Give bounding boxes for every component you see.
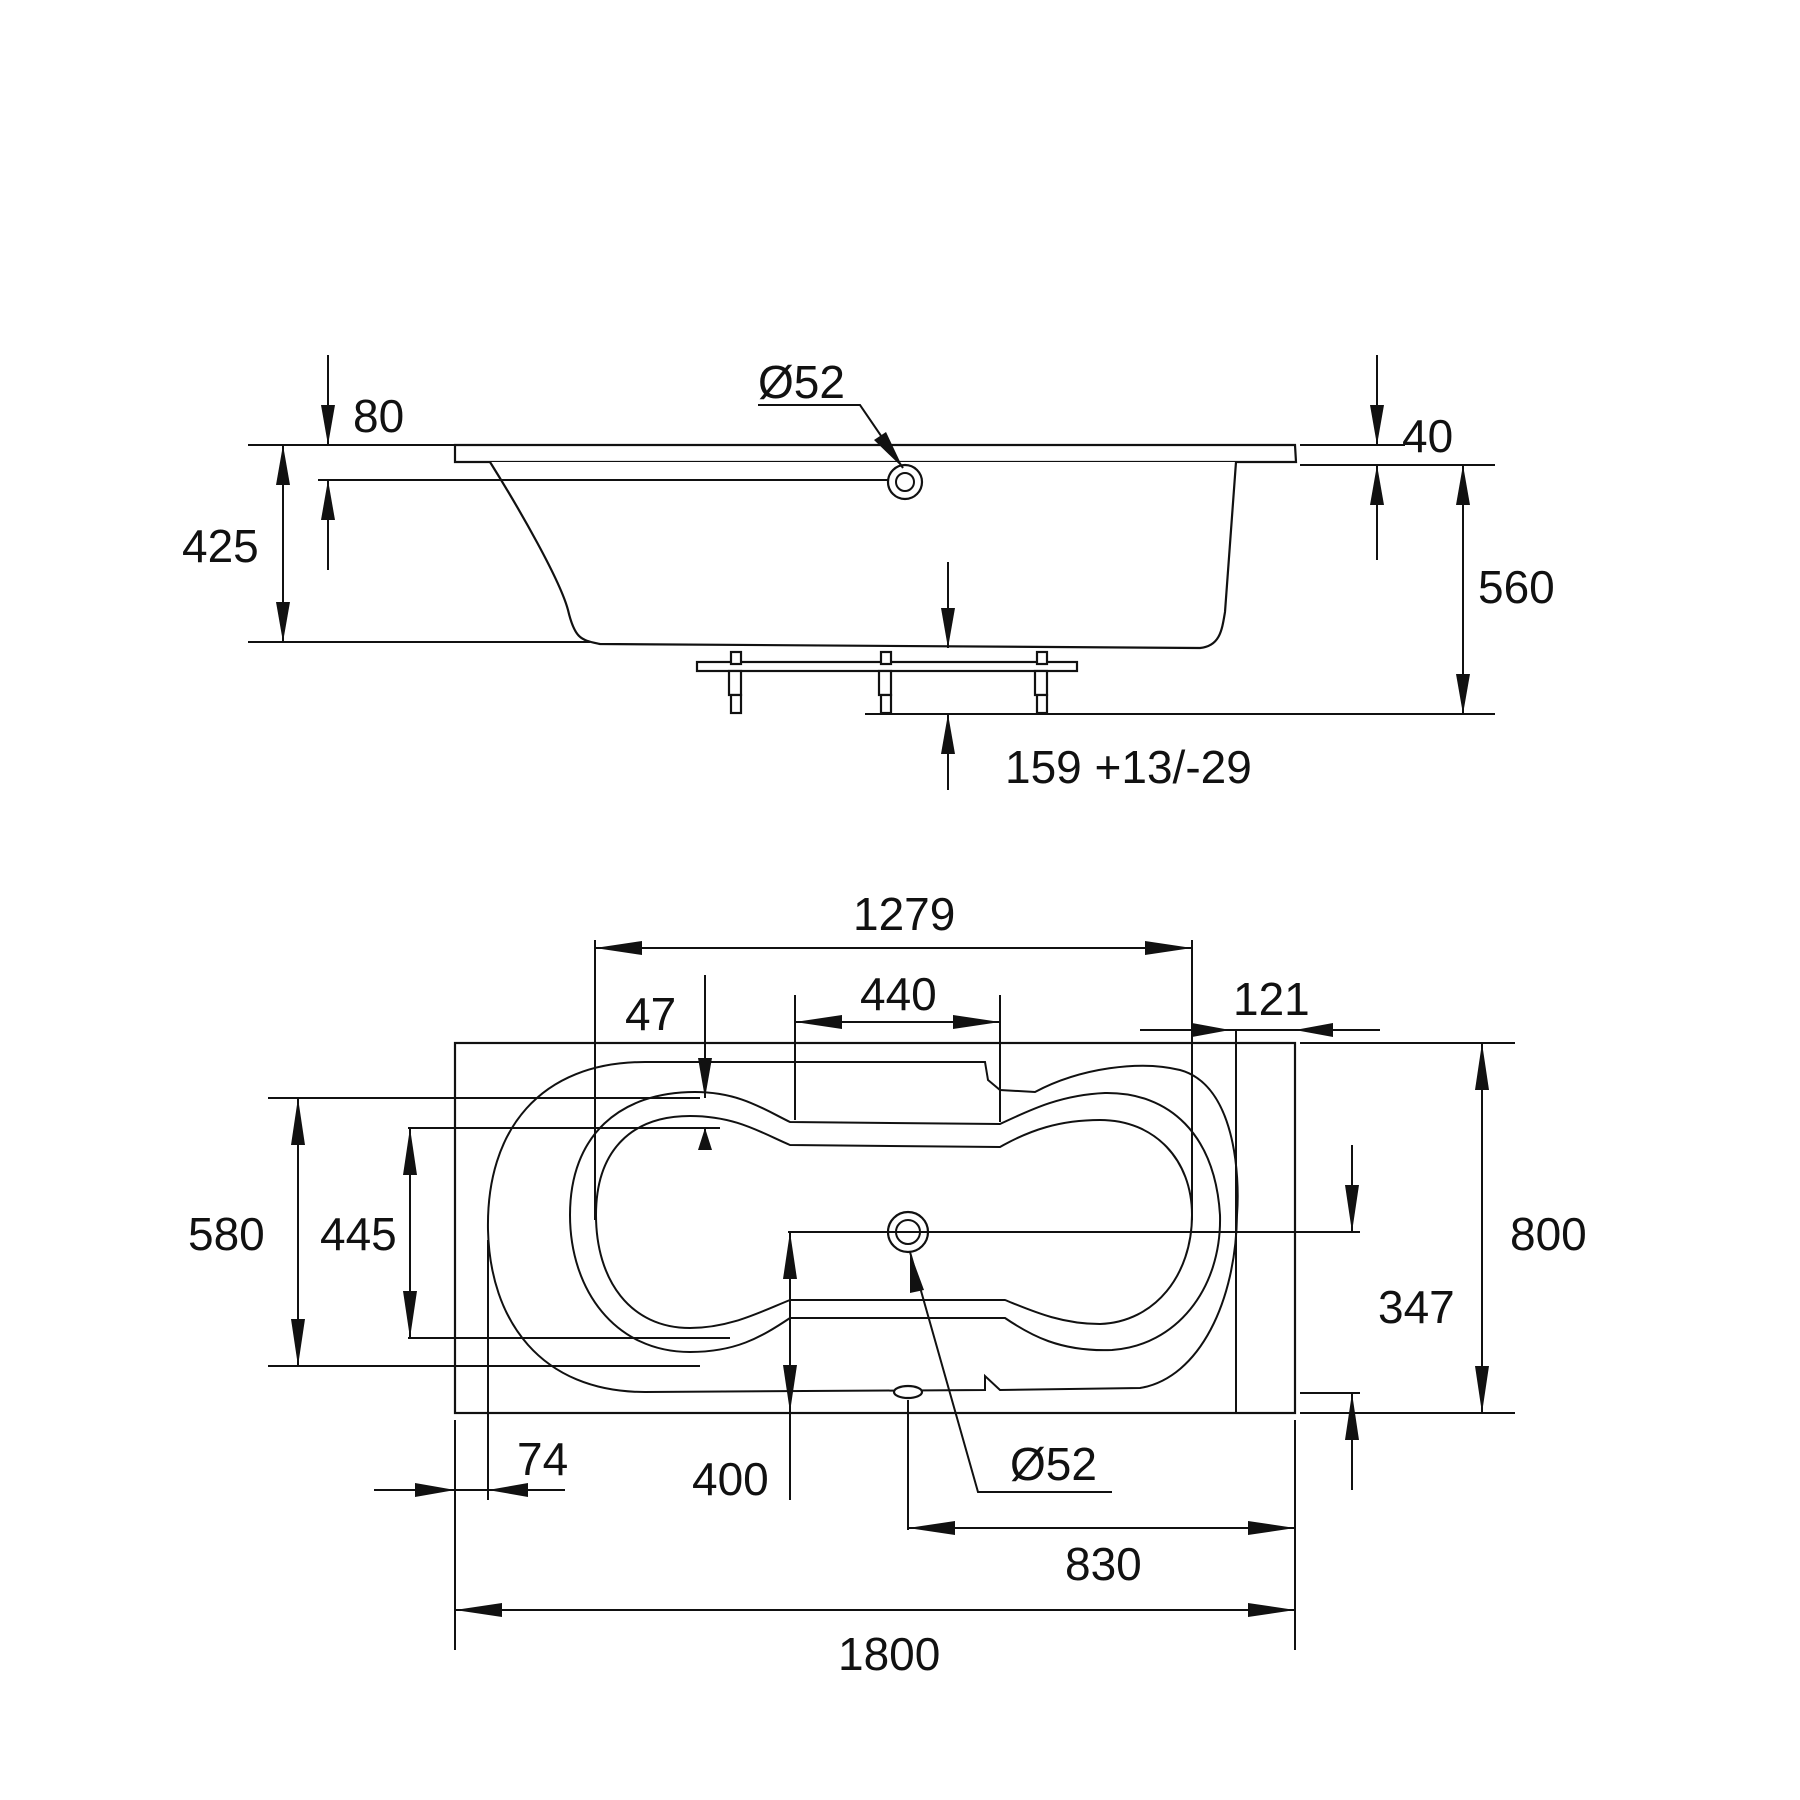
dim-rim-offset: 121 [1140,973,1380,1037]
dim-total-width: 800 [1475,1043,1587,1413]
dim-drain-offset-side-label: 400 [692,1453,769,1505]
inner-seat-edge [594,1114,1194,1330]
leg-middle [877,650,893,715]
dim-drain-position: 830 [908,1521,1295,1590]
overflow-fitting-inner [895,472,915,492]
dim-total-length-label: 1800 [838,1628,940,1680]
dim-outer-bowl-width-label: 580 [188,1208,265,1260]
dim-leg-height-label: 159 +13/-29 [1005,741,1252,793]
dim-total-height-label: 560 [1478,561,1555,613]
dim-overflow-diameter-label: Ø52 [758,356,845,408]
dim-total-height: 560 [1456,465,1555,714]
dim-overflow-diameter: Ø52 [758,356,904,469]
dim-drain-offset-width-label: 347 [1378,1281,1455,1333]
outer-bowl-outline [486,1061,1239,1394]
dim-total-length: 1800 [455,1603,1295,1680]
overflow-fitting [886,463,924,501]
leg-left [727,650,743,715]
dim-inner-length: 1279 [595,888,1192,955]
dim-inner-length-label: 1279 [853,888,955,940]
dim-inner-depth-label: 425 [182,520,259,572]
tub-rim-side [453,443,1298,464]
inner-bowl-outline [568,1090,1222,1354]
dim-rim-thickness: 40 [1370,355,1453,560]
dim-total-width-label: 800 [1510,1208,1587,1260]
dim-drain-diameter-label: Ø52 [1010,1438,1097,1490]
top-view: 1279 440 47 121 580 [188,888,1587,1680]
dim-drain-position-label: 830 [1065,1538,1142,1590]
leg-right [1033,650,1049,715]
dim-armrest-inset-label: 47 [625,988,676,1040]
dim-drain-offset-width: 347 [1345,1145,1455,1490]
dim-armrest-width: 440 [795,968,1000,1029]
dim-armrest-inset: 47 [625,975,712,1150]
dim-leg-height: 159 +13/-29 [941,562,1252,793]
tub-body-side [489,461,1238,650]
dim-armrest-width-label: 440 [860,968,937,1020]
dim-outer-bowl-width: 580 [188,1098,305,1366]
dim-inner-bowl-width: 445 [320,1128,417,1338]
dim-overflow-depth-label: 80 [353,390,404,442]
dim-rim-thickness-label: 40 [1402,410,1453,462]
dim-rim-offset-left: 74 [374,1433,568,1497]
dim-rim-offset-left-label: 74 [517,1433,568,1485]
side-view: 80 425 Ø52 40 560 [182,355,1555,793]
dim-rim-offset-label: 121 [1233,973,1310,1025]
drain-valve [892,1384,924,1400]
dim-drain-offset-side: 400 [692,1232,797,1505]
dim-inner-depth: 425 [182,445,290,642]
dim-overflow-depth: 80 [321,355,404,570]
dim-inner-bowl-width-label: 445 [320,1208,397,1260]
dim-drain-diameter: Ø52 [909,1251,1112,1493]
